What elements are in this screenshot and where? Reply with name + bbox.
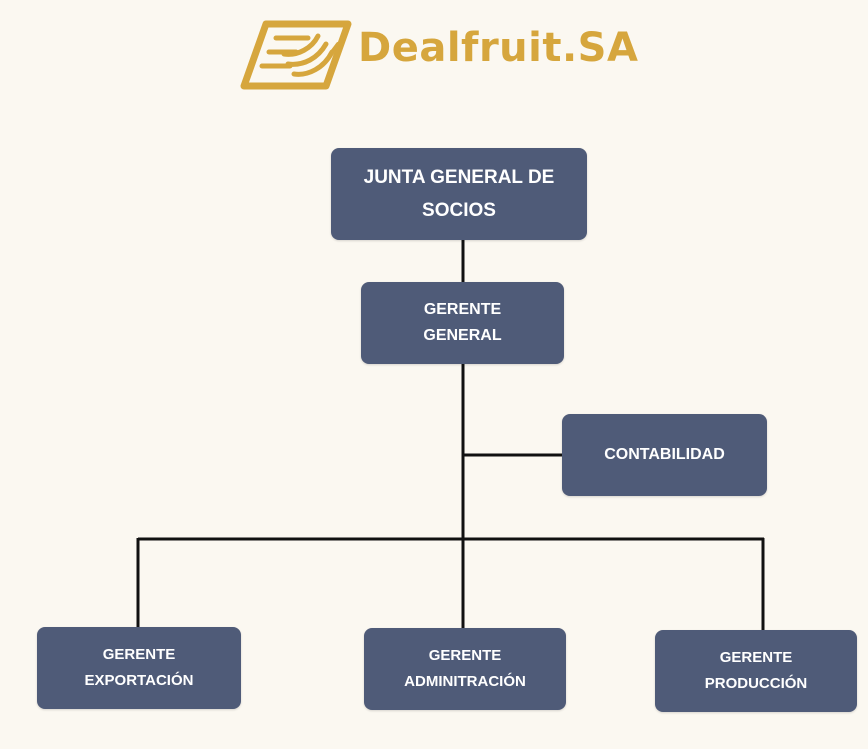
node-label-line2: SOCIOS	[422, 200, 496, 221]
node-label-line2: ADMINITRACIÓN	[404, 673, 526, 690]
node-label-line2: GENERAL	[423, 327, 502, 344]
banana-bunch-logo-icon	[240, 20, 352, 90]
node-label-line1: GERENTE	[719, 649, 793, 666]
node-gerente-exportacion: GERENTE EXPORTACIÓN	[37, 627, 241, 709]
node-label: CONTABILIDAD	[604, 446, 725, 463]
node-gerente-administracion: GERENTE ADMINITRACIÓN	[364, 628, 566, 710]
node-junta-general-de-socios: JUNTA GENERAL DE SOCIOS	[331, 148, 587, 240]
node-label-line1: JUNTA GENERAL DE	[363, 167, 555, 188]
node-gerente-produccion: GERENTE PRODUCCIÓN	[655, 630, 857, 712]
node-label-line1: GERENTE	[423, 301, 502, 318]
node-contabilidad: CONTABILIDAD	[562, 414, 767, 496]
node-label-line1: GERENTE	[428, 647, 502, 664]
node-label-line1: GERENTE	[102, 646, 176, 663]
node-gerente-general: GERENTE GENERAL	[361, 282, 564, 364]
node-label-line2: EXPORTACIÓN	[84, 672, 194, 689]
brand-name: Dealfruit.SA	[358, 25, 639, 71]
node-label-line2: PRODUCCIÓN	[704, 675, 808, 692]
